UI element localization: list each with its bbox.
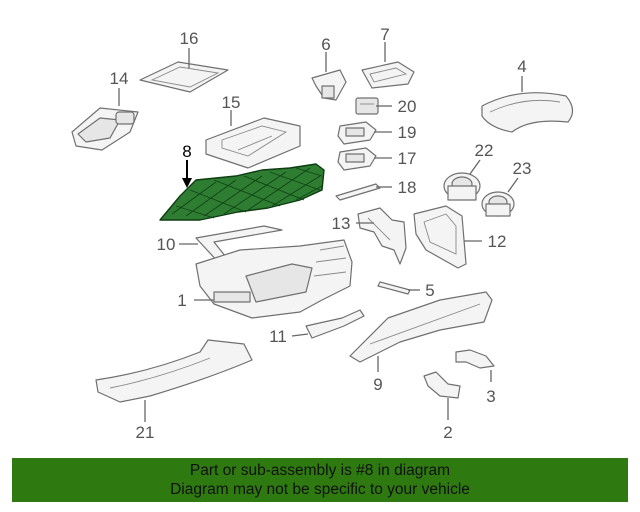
part-3[interactable] — [455, 349, 495, 369]
part-7[interactable] — [361, 61, 415, 89]
callout-11[interactable]: 11 — [269, 327, 287, 346]
callout-2[interactable]: 2 — [443, 423, 452, 442]
part-2[interactable] — [423, 371, 461, 399]
part-21[interactable] — [95, 339, 253, 403]
banner-line-1: Part or sub-assembly is #8 in diagram — [189, 462, 451, 479]
part-14[interactable] — [71, 107, 139, 151]
callout-21[interactable]: 21 — [136, 423, 155, 442]
part-12[interactable] — [413, 205, 467, 269]
callout-23[interactable]: 23 — [513, 159, 532, 178]
part-6[interactable] — [311, 69, 347, 101]
part-9[interactable] — [349, 291, 493, 363]
callout-6[interactable]: 6 — [321, 35, 330, 54]
callout-20[interactable]: 20 — [398, 97, 417, 116]
part-19[interactable] — [337, 121, 377, 145]
callout-18[interactable]: 18 — [398, 178, 417, 197]
callout-10[interactable]: 10 — [157, 235, 176, 254]
part-16[interactable] — [139, 61, 229, 93]
callout-22[interactable]: 22 — [475, 141, 494, 160]
callout-7[interactable]: 7 — [380, 25, 389, 44]
callout-4[interactable]: 4 — [517, 57, 526, 76]
info-banner: Part or sub-assembly is #8 in diagram Di… — [12, 458, 628, 502]
part-8-highlighted[interactable] — [159, 163, 325, 221]
part-5[interactable] — [377, 281, 411, 295]
part-13[interactable] — [357, 207, 407, 265]
part-18[interactable] — [335, 183, 381, 201]
part-23[interactable] — [481, 191, 515, 217]
callout-17[interactable]: 17 — [398, 149, 417, 168]
callout-5[interactable]: 5 — [425, 281, 434, 300]
callout-16[interactable]: 16 — [180, 29, 199, 48]
callout-14[interactable]: 14 — [110, 69, 129, 88]
part-15[interactable] — [205, 117, 301, 169]
callout-13[interactable]: 13 — [332, 214, 351, 233]
callout-9[interactable]: 9 — [373, 375, 382, 394]
callouts: 1 2 3 4 5 6 7 8 9 10 11 12 13 14 15 16 1… — [110, 25, 532, 442]
parts-diagram: 1 2 3 4 5 6 7 8 9 10 11 12 13 14 15 16 1… — [71, 25, 574, 442]
part-11[interactable] — [305, 309, 365, 339]
callout-19[interactable]: 19 — [398, 123, 417, 142]
part-17[interactable] — [337, 147, 377, 171]
part-22[interactable] — [443, 172, 481, 201]
callout-12[interactable]: 12 — [488, 232, 507, 251]
callout-1[interactable]: 1 — [177, 291, 186, 310]
callout-3[interactable]: 3 — [486, 387, 495, 406]
part-1[interactable] — [195, 239, 353, 319]
banner-line-2: Diagram may not be specific to your vehi… — [170, 481, 470, 498]
leader-lines — [118, 42, 523, 422]
callout-15[interactable]: 15 — [222, 93, 241, 112]
part-8-shape[interactable] — [159, 163, 325, 221]
callout-8[interactable]: 8 — [182, 142, 191, 161]
part-20[interactable] — [355, 97, 379, 115]
part-4[interactable] — [481, 92, 574, 133]
